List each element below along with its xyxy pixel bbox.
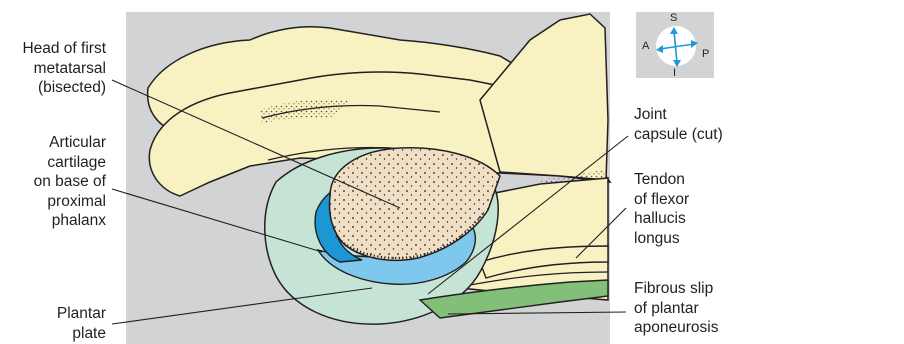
label-line: capsule (cut) xyxy=(634,125,723,145)
label-line: proximal xyxy=(34,192,106,212)
label-line: aponeurosis xyxy=(634,318,718,338)
label-line: longus xyxy=(634,229,689,249)
label-line: metatarsal xyxy=(22,59,106,79)
label-line: Articular xyxy=(34,133,106,153)
compass-label-posterior: P xyxy=(702,48,709,60)
label-line: phalanx xyxy=(34,211,106,231)
label-tendon-flexor: Tendon of flexor hallucis longus xyxy=(634,170,689,248)
label-line: (bisected) xyxy=(22,78,106,98)
label-line: Tendon xyxy=(634,170,689,190)
label-head-first-metatarsal: Head of first metatarsal (bisected) xyxy=(22,39,106,98)
compass-label-superior: S xyxy=(670,12,677,24)
label-line: Fibrous slip xyxy=(634,279,718,299)
label-joint-capsule: Joint capsule (cut) xyxy=(634,105,723,144)
label-line: Plantar xyxy=(57,304,106,324)
label-line: Joint xyxy=(634,105,723,125)
label-line: of flexor xyxy=(634,190,689,210)
label-line: hallucis xyxy=(634,209,689,229)
label-line: cartilage xyxy=(34,153,106,173)
compass-label-anterior: A xyxy=(642,40,649,52)
label-line: of plantar xyxy=(634,299,718,319)
label-line: Head of first xyxy=(22,39,106,59)
label-line: plate xyxy=(57,324,106,344)
label-line: on base of xyxy=(34,172,106,192)
label-fibrous-slip: Fibrous slip of plantar aponeurosis xyxy=(634,279,718,338)
label-plantar-plate: Plantar plate xyxy=(57,304,106,343)
label-articular-cartilage: Articular cartilage on base of proximal … xyxy=(34,133,106,231)
compass-label-inferior: I xyxy=(673,67,676,79)
